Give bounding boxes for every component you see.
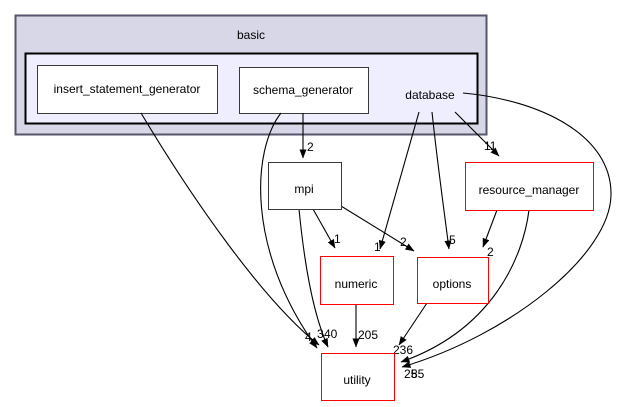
schema-generator-label: schema_generator — [253, 83, 353, 97]
utility-box[interactable] — [321, 353, 395, 401]
edge-database-to-resource-manager — [454, 111, 500, 157]
edge-resource-manager-to-utility — [400, 209, 530, 363]
node-insert-statement-generator: insert_statement_generator — [37, 65, 218, 114]
current-dir-label: database — [405, 88, 455, 102]
edge-options-to-utility — [398, 302, 428, 346]
insert-statement-generator-box[interactable] — [37, 65, 218, 114]
edge-label-numeric-to-utility: 205 — [358, 328, 378, 342]
edge-label-mpi-to-utility: 40 — [324, 327, 338, 341]
edge-mpi-to-options — [340, 205, 415, 252]
edge-label-mpi-to-numeric: 1 — [334, 232, 341, 246]
numeric-label: numeric — [335, 277, 378, 291]
edge-label-mpi-to-options: 2 — [400, 235, 407, 249]
edge-label-resource-manager-to-utility: 25 — [404, 367, 418, 381]
node-mpi: mpi — [268, 162, 342, 210]
options-label: options — [433, 277, 472, 291]
mpi-label: mpi — [294, 182, 313, 196]
schema-generator-box[interactable] — [239, 67, 369, 114]
node-schema-generator: schema_generator — [239, 67, 369, 114]
edge-database-to-numeric — [378, 111, 420, 250]
edge-label-insert-statement-generator-to-utility: 4 — [305, 330, 312, 344]
edge-label-database-to-numeric: 1 — [374, 240, 381, 254]
edge-label-schema-generator-to-mpi: 2 — [307, 140, 314, 154]
edge-database-to-options — [431, 111, 452, 250]
mpi-box[interactable] — [268, 162, 342, 210]
numeric-box[interactable] — [320, 256, 394, 305]
insert-statement-generator-label: insert_statement_generator — [54, 82, 201, 96]
resource-manager-label: resource_manager — [479, 183, 580, 197]
edge-mpi-to-utility — [298, 208, 329, 348]
utility-label: utility — [343, 373, 370, 387]
edge-label-options-to-utility: 236 — [393, 343, 413, 357]
edge-label-schema-generator-to-utility: 3 — [317, 327, 324, 341]
edge-label-database-to-resource-manager: 11 — [484, 139, 497, 153]
cluster-basic-label[interactable]: basic — [237, 28, 265, 42]
edge-schema-generator-to-utility — [260, 112, 318, 349]
edge-label-database-to-options: 5 — [449, 233, 456, 247]
node-options: options — [417, 257, 489, 304]
edge-insert-statement-generator-to-utility — [140, 112, 320, 346]
edge-database-to-utility — [401, 92, 612, 368]
edge-resource-manager-to-options — [482, 209, 498, 248]
resource-manager-box[interactable] — [465, 162, 594, 211]
node-utility: utility — [321, 353, 395, 401]
options-box[interactable] — [417, 257, 489, 304]
node-numeric: numeric — [320, 256, 394, 305]
edge-group: 2 11 1 5 1 2 2 4 3 40 205 236 — [140, 92, 612, 381]
edge-label-resource-manager-to-options: 2 — [487, 245, 494, 259]
edge-label-database-to-utility: 85 — [411, 367, 425, 381]
edge-mpi-to-numeric — [312, 208, 336, 249]
node-resource-manager: resource_manager — [465, 162, 594, 211]
